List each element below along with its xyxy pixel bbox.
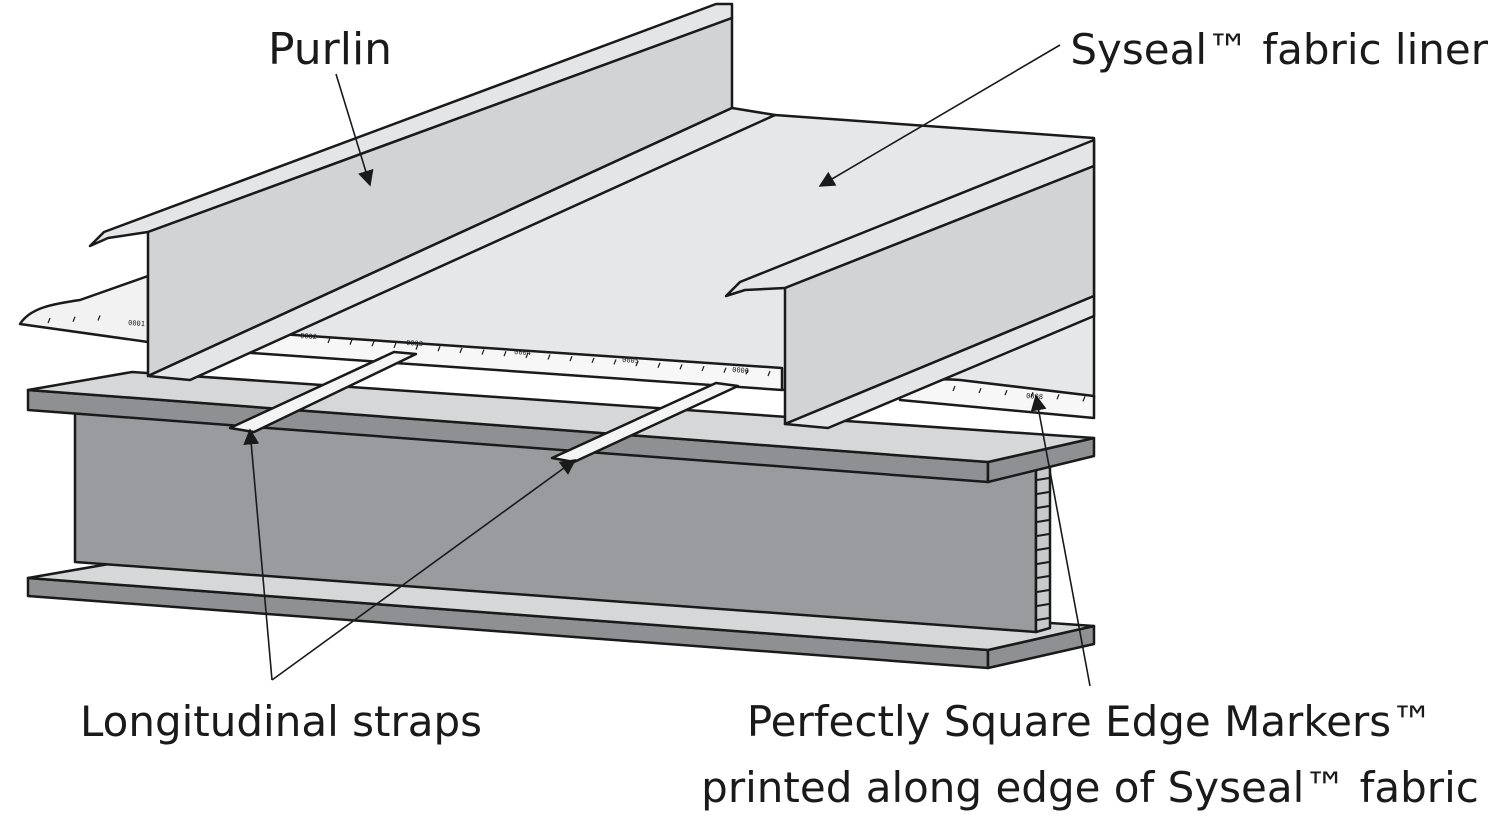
web-hatch-line (1036, 617, 1050, 621)
web-hatch-line (1036, 519, 1050, 523)
edge-marker-tick (547, 354, 551, 360)
edge-marker-tick (47, 317, 51, 324)
label-edge-markers-line1: Perfectly Square Edge Markers™ (747, 697, 1433, 746)
edge-marker-number: 0005 (622, 356, 639, 365)
strap-leader-left (243, 428, 273, 681)
edge-marker-tick (481, 349, 485, 355)
edge-marker-tick (657, 362, 661, 368)
edge-marker-tick (591, 357, 595, 364)
purlin-left-top-flange (88, 2, 734, 248)
edge-marker-tick (723, 367, 727, 373)
edge-marker-tick (767, 370, 771, 377)
purlin-left (88, 2, 777, 382)
beam-web-end-hatch (1036, 477, 1050, 621)
edge-marker-tick (569, 355, 573, 362)
edge-marker-tick (503, 350, 507, 357)
callout-leaders (243, 44, 1091, 687)
web-hatch-line (1036, 505, 1050, 509)
web-hatch-line (1036, 575, 1050, 579)
web-hatch-line (1036, 533, 1050, 537)
edge-marker-tick (415, 344, 419, 350)
edge-marker-tick (371, 341, 375, 347)
web-hatch-line (1036, 547, 1050, 551)
strap-leader-right (271, 459, 577, 681)
purlin-left-bottom-flange (146, 106, 777, 382)
edge-marker-tick (1004, 389, 1008, 396)
web-hatch-line (1036, 491, 1050, 495)
edge-marker-number: 0004 (514, 348, 531, 357)
label-longitudinal-straps: Longitudinal straps (80, 697, 482, 746)
edge-marker-tick (393, 342, 397, 349)
purlin-right (724, 138, 1096, 430)
liner-leader (818, 44, 1061, 187)
edge-marker-number: 0006 (732, 366, 749, 375)
edge-marker-tick (72, 316, 76, 322)
web-hatch-line (1036, 603, 1050, 607)
web-hatch-line (1036, 589, 1050, 593)
purlin-right-bottom-flange (783, 294, 1096, 430)
label-purlin: Purlin (268, 24, 392, 75)
edge-marker-number: 0003 (406, 339, 423, 348)
web-hatch-line (1036, 561, 1050, 565)
edge-marker-tick (327, 337, 331, 344)
edge-marker-tick (349, 339, 353, 345)
label-edge-markers-line2: printed along edge of Syseal™ fabric (701, 763, 1479, 812)
edge-marker-tick (459, 347, 463, 354)
edge-marker-tick (1056, 394, 1060, 400)
edge-marker-tick (1082, 396, 1086, 402)
edge-marker-number: 0008 (1026, 392, 1043, 401)
edge-marker-tick (952, 385, 956, 392)
edge-marker-tick (745, 369, 749, 375)
markers-leader (1030, 394, 1091, 687)
edge-marker-number: 0002 (300, 332, 317, 341)
beam-top-flange-top (26, 370, 1096, 464)
edge-marker-tick (525, 352, 529, 359)
steel-i-beam (26, 370, 1096, 670)
purlin-leader (335, 73, 374, 187)
edge-marker-tick (613, 359, 617, 365)
edge-marker-tick (635, 360, 639, 367)
edge-marker-tick (679, 364, 683, 370)
edge-marker-tick (437, 346, 441, 352)
edge-marker-tick (701, 365, 705, 372)
edge-marker-tick (978, 387, 982, 394)
edge-marker-number: 0001 (128, 319, 145, 328)
label-fabric-liner: Syseal™ fabric liner (1070, 25, 1488, 74)
beam-bottom-flange-top (26, 558, 1096, 652)
edge-marker-tick (97, 315, 101, 321)
fabric-left-edge (18, 274, 150, 344)
web-hatch-line (1036, 477, 1050, 481)
